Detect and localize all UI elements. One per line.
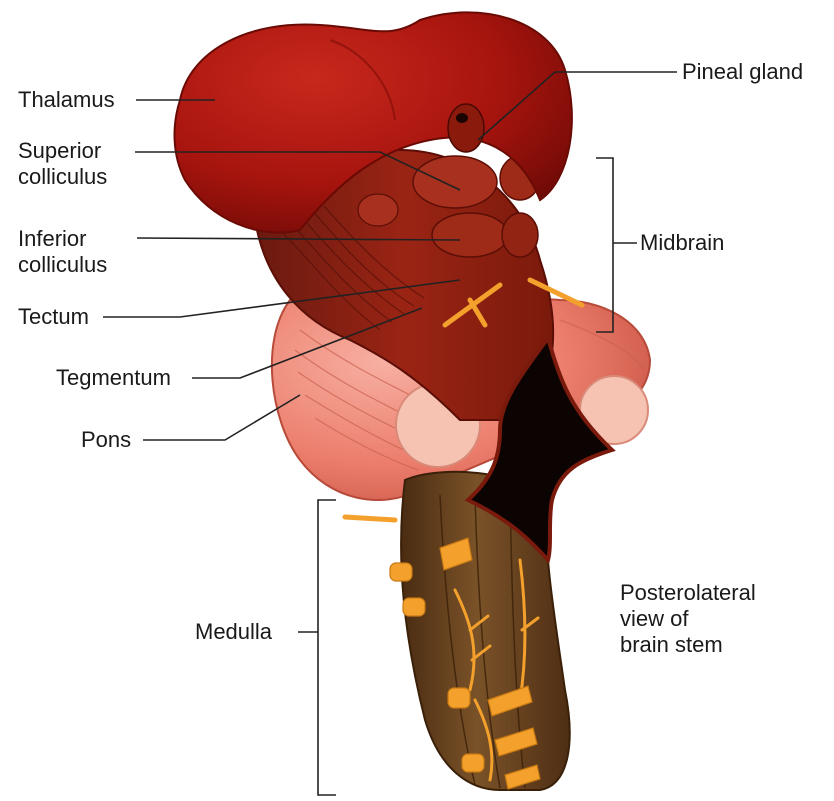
- caption-posterolateral-view: Posterolateral view of brain stem: [620, 580, 756, 658]
- label-midbrain: Midbrain: [640, 230, 724, 256]
- label-pineal-gland: Pineal gland: [682, 59, 803, 85]
- label-tectum: Tectum: [18, 304, 89, 330]
- label-inferior-colliculus: Inferior colliculus: [18, 226, 107, 278]
- label-tegmentum: Tegmentum: [56, 365, 171, 391]
- label-pons: Pons: [81, 427, 131, 453]
- medulla-bracket: [318, 500, 336, 795]
- label-superior-colliculus: Superior colliculus: [18, 138, 107, 190]
- pineal-gland-shape: [448, 104, 484, 152]
- label-medulla: Medulla: [195, 619, 272, 645]
- label-thalamus: Thalamus: [18, 87, 115, 113]
